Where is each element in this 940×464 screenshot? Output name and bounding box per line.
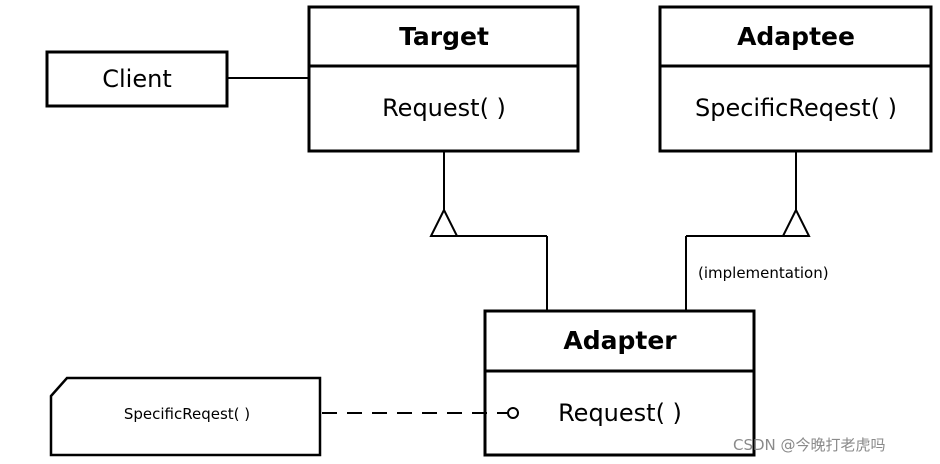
adapter-class-box: Adapter Request( )	[483, 309, 756, 457]
adapter-target-inheritance	[429, 151, 548, 311]
adaptee-class-title: Adaptee	[737, 22, 855, 51]
note-box: SpecificReqest( )	[49, 376, 322, 457]
implementation-label: (implementation)	[698, 264, 829, 282]
adaptee-method: SpecificReqest( )	[695, 94, 897, 122]
target-method: Request( )	[382, 94, 506, 122]
target-class-title: Target	[399, 22, 489, 51]
adapter-adaptee-implementation	[685, 151, 811, 311]
adaptee-inheritance-triangle-icon	[781, 207, 811, 237]
watermark: CSDN @今晚打老虎吗	[733, 436, 886, 454]
target-inheritance-triangle-icon	[429, 207, 459, 237]
adapter-method: Request( )	[558, 399, 682, 427]
adapter-class-title: Adapter	[563, 326, 677, 355]
client-box: Client	[45, 50, 229, 108]
note-connector	[322, 407, 519, 419]
target-class-box: Target Request( )	[307, 5, 580, 153]
note-anchor-circle-icon	[507, 407, 519, 419]
client-label: Client	[102, 65, 171, 93]
note-text: SpecificReqest( )	[124, 405, 250, 423]
adaptee-class-box: Adaptee SpecificReqest( )	[658, 5, 933, 153]
